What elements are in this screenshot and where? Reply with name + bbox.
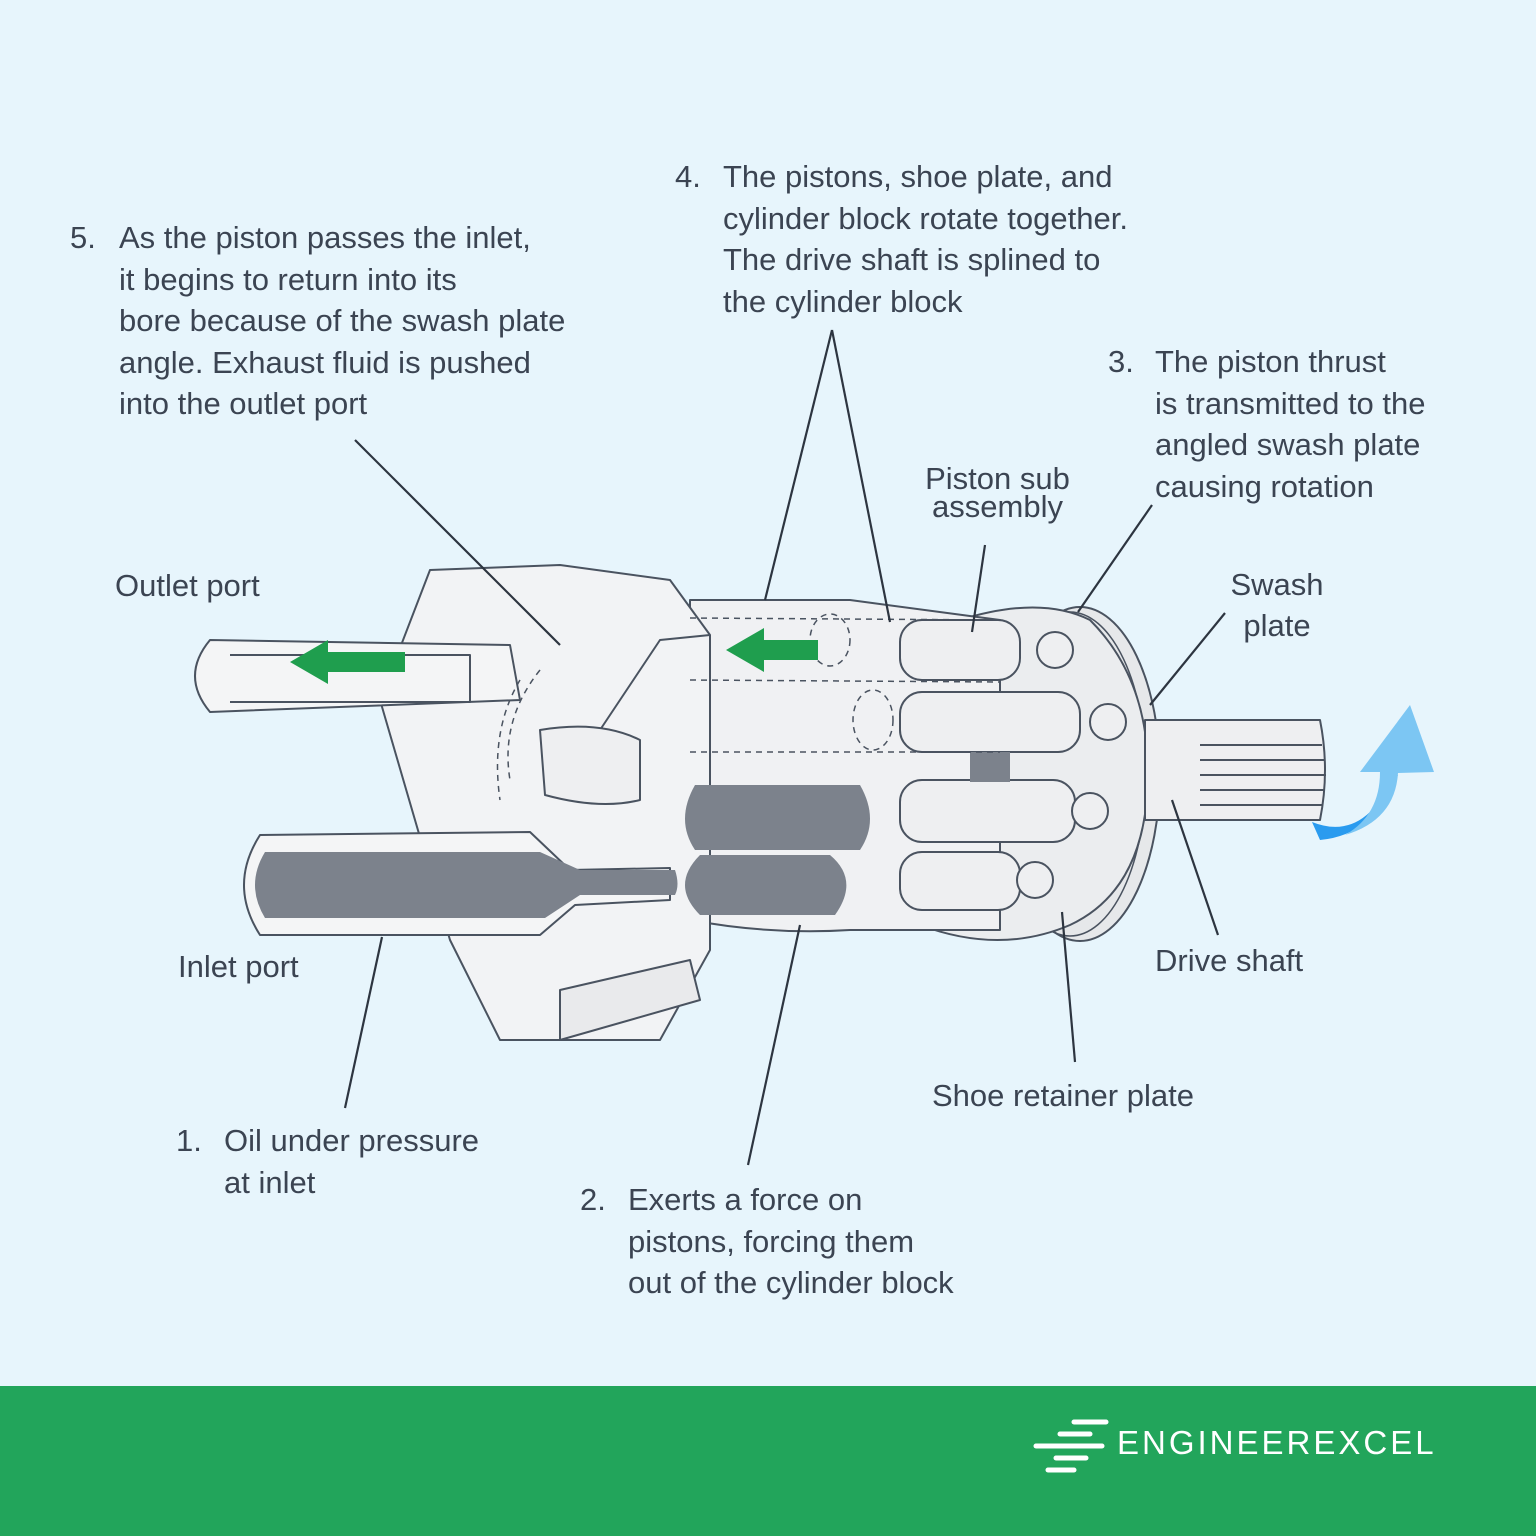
step-2-line-2: pistons, forcing them — [628, 1223, 915, 1259]
step-1-number: 1. — [176, 1123, 202, 1158]
leader-step4-b — [830, 329, 892, 623]
flow-arrow-outlet — [290, 640, 405, 684]
footer-bar — [0, 1386, 1536, 1536]
step-5-line-1: As the piston passes the inlet, — [119, 220, 531, 255]
outlet-tube — [194, 639, 521, 713]
piston-sub-assembly-line-1: Piston sub — [925, 461, 1070, 496]
step-3-line-4: causing rotation — [1155, 468, 1374, 504]
swash-plate-line-2: plate — [1243, 608, 1311, 643]
step-2-number: 2. — [580, 1182, 606, 1217]
step-3-number: 3. — [1108, 344, 1134, 379]
leader-swash — [1149, 612, 1226, 706]
swash-plate-label: Swash plate — [1212, 564, 1342, 646]
drive-shaft-label: Drive shaft — [1155, 943, 1304, 978]
inlet-tube — [243, 785, 870, 936]
piston-sub-assembly-line-2: assembly — [932, 489, 1063, 524]
leader-step3 — [1077, 504, 1153, 613]
leader-piston — [970, 544, 987, 633]
leader-drive — [1170, 799, 1220, 936]
piston-sub-assembly-label: Piston sub assembly — [905, 458, 1090, 527]
step-5-line-5: into the outlet port — [119, 386, 368, 421]
leader-step1 — [343, 936, 384, 1109]
step-5-line-2: it begins to return into its — [119, 261, 457, 297]
rotation-arrow-icon — [1312, 705, 1434, 840]
step-2-line-1: Exerts a force on — [628, 1182, 863, 1217]
step-3-line-2: is transmitted to the — [1155, 385, 1426, 421]
leader-shoe — [1060, 911, 1077, 1063]
step-5-line-3: bore because of the swash plate — [119, 303, 566, 338]
step-4-line-2: cylinder block rotate together. — [723, 200, 1128, 236]
step-1-line-2: at inlet — [224, 1164, 316, 1200]
step-3-line-1: The piston thrust — [1155, 344, 1386, 379]
leader-step4-a — [763, 329, 834, 601]
pistons — [899, 619, 1127, 911]
leader-step2 — [746, 924, 802, 1166]
step-3-line-3: angled swash plate — [1155, 427, 1421, 462]
brand-logo-icon — [1033, 1419, 1109, 1473]
leader-step5 — [354, 439, 561, 646]
drive-shaft — [1144, 719, 1326, 821]
shoe-retainer-plate-label: Shoe retainer plate — [932, 1078, 1194, 1113]
step-4-line-1: The pistons, shoe plate, and — [723, 159, 1113, 194]
flow-arrow-cylinder — [726, 628, 818, 672]
outlet-port-label: Outlet port — [115, 568, 260, 603]
step-5-line-4: angle. Exhaust fluid is pushed — [119, 344, 531, 380]
brand-name: ENGINEEREXCEL — [1117, 1424, 1437, 1461]
step-2-line-3: out of the cylinder block — [628, 1265, 954, 1300]
oil-inlet — [255, 852, 678, 918]
inlet-port-label: Inlet port — [178, 949, 299, 984]
oil-chamber-upper — [685, 785, 870, 850]
step-4-number: 4. — [675, 159, 701, 194]
step-4-line-3: The drive shaft is splined to — [723, 242, 1101, 277]
step-4-line-4: the cylinder block — [723, 283, 963, 319]
step-1-line-1: Oil under pressure — [224, 1123, 480, 1158]
oil-chamber-lower — [685, 855, 847, 915]
step-5-number: 5. — [70, 220, 96, 255]
swash-plate-line-1: Swash — [1230, 567, 1324, 602]
